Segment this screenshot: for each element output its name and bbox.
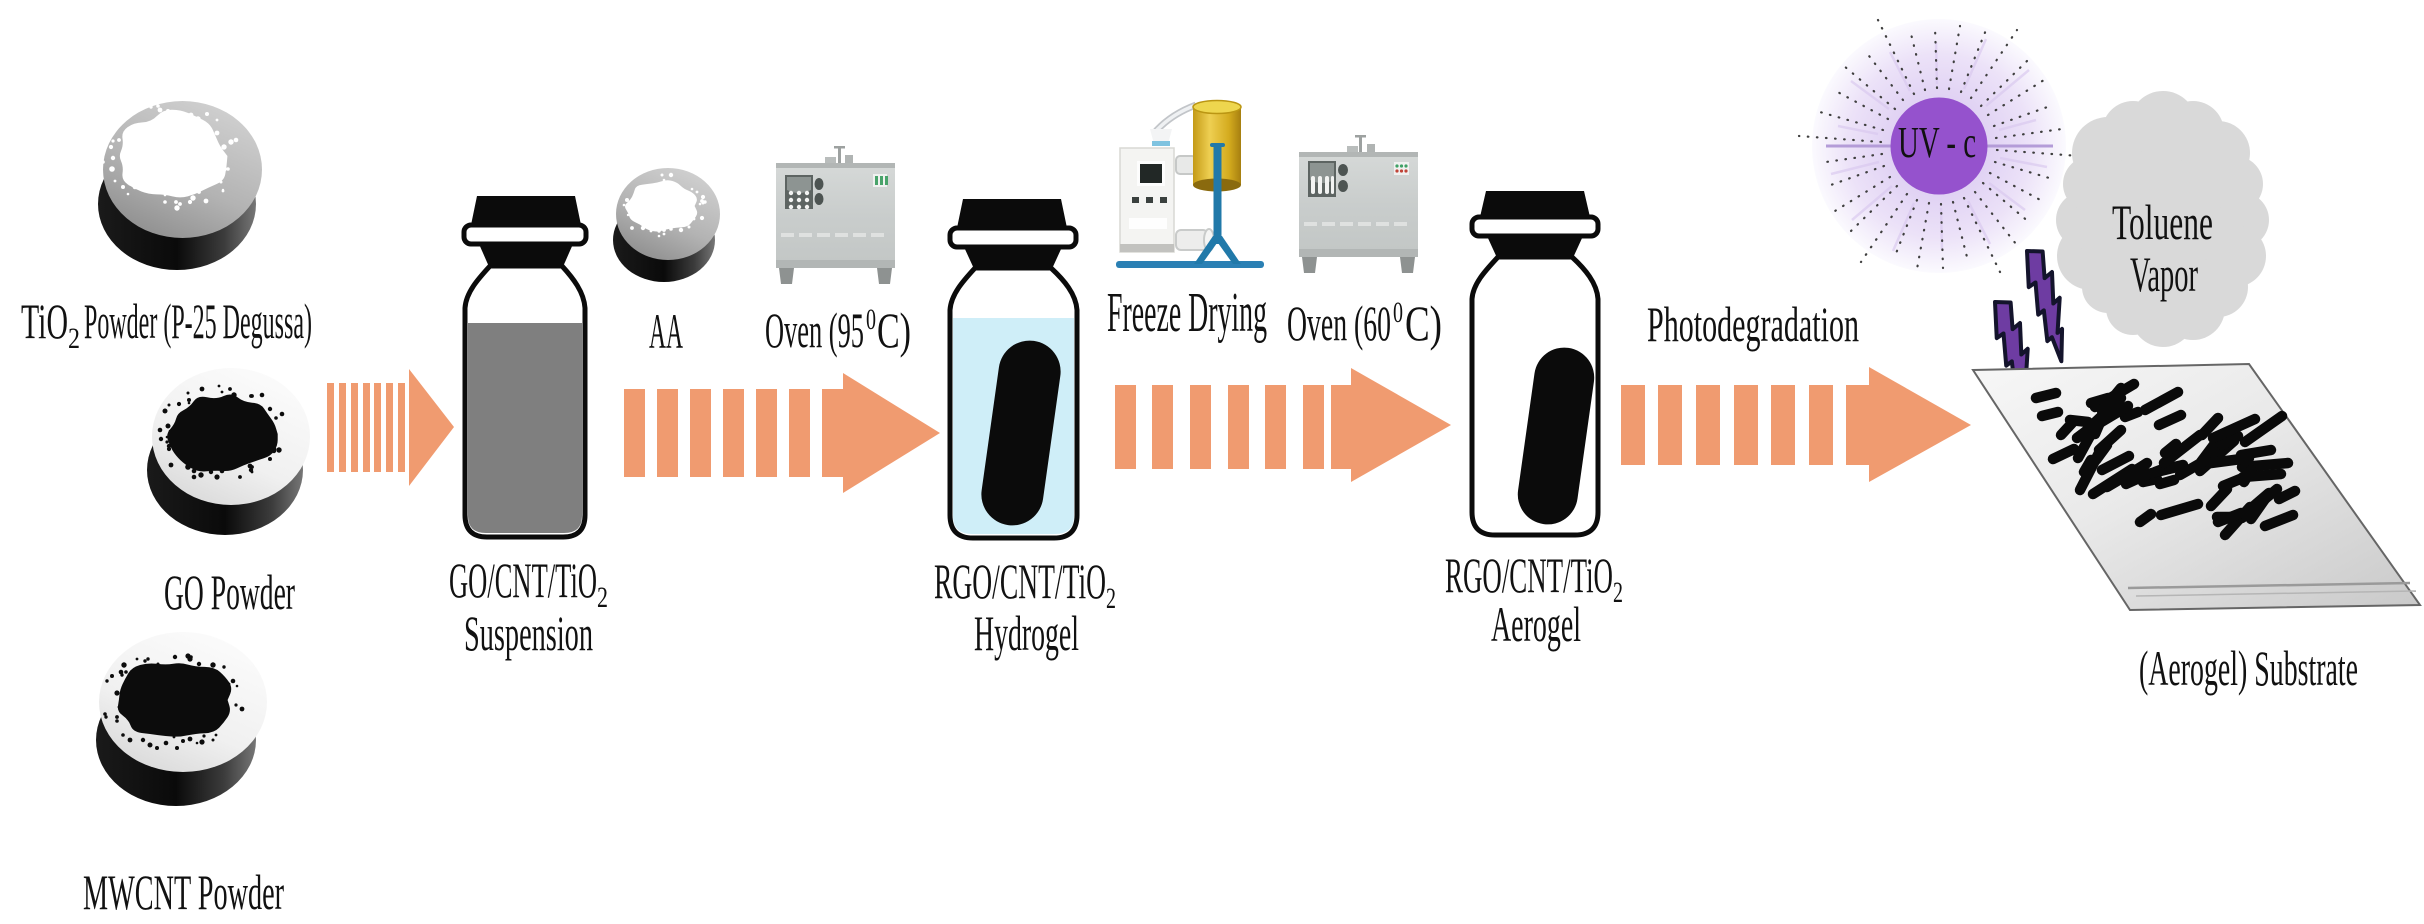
svg-text:0: 0 (866, 303, 876, 336)
svg-text:AA: AA (649, 303, 683, 359)
svg-text:RGO/CNT/TiO: RGO/CNT/TiO (934, 553, 1106, 609)
svg-text:Powder (P-25 Degussa): Powder (P-25 Degussa) (84, 293, 312, 349)
svg-text:RGO/CNT/TiO: RGO/CNT/TiO (1445, 547, 1613, 603)
svg-text:GO Powder: GO Powder (164, 564, 295, 620)
svg-text:Oven (95: Oven (95 (765, 302, 864, 358)
svg-text:2: 2 (1613, 576, 1623, 609)
svg-text:C): C) (877, 302, 911, 358)
svg-text:Suspension: Suspension (464, 605, 593, 661)
svg-text:Hydrogel: Hydrogel (974, 605, 1079, 661)
svg-text:MWCNT Powder: MWCNT Powder (83, 864, 284, 920)
svg-text:0: 0 (1393, 296, 1403, 329)
svg-text:2: 2 (1106, 582, 1116, 615)
svg-text:2: 2 (68, 322, 80, 355)
svg-text:UV - c: UV - c (1898, 118, 1976, 167)
svg-text:Oven (60: Oven (60 (1287, 295, 1391, 351)
svg-text:(Aerogel) Substrate: (Aerogel) Substrate (2139, 640, 2358, 696)
svg-text:Vapor: Vapor (2130, 246, 2198, 302)
svg-text:2: 2 (597, 581, 608, 614)
svg-text:Aerogel: Aerogel (1491, 596, 1581, 652)
svg-text:Toluene: Toluene (2112, 194, 2213, 250)
svg-text:C): C) (1405, 295, 1442, 351)
svg-text:Freeze Drying: Freeze Drying (1107, 282, 1267, 344)
svg-text:GO/CNT/TiO: GO/CNT/TiO (449, 552, 597, 608)
svg-text:TiO: TiO (21, 293, 68, 349)
svg-text:Photodegradation: Photodegradation (1647, 296, 1859, 352)
